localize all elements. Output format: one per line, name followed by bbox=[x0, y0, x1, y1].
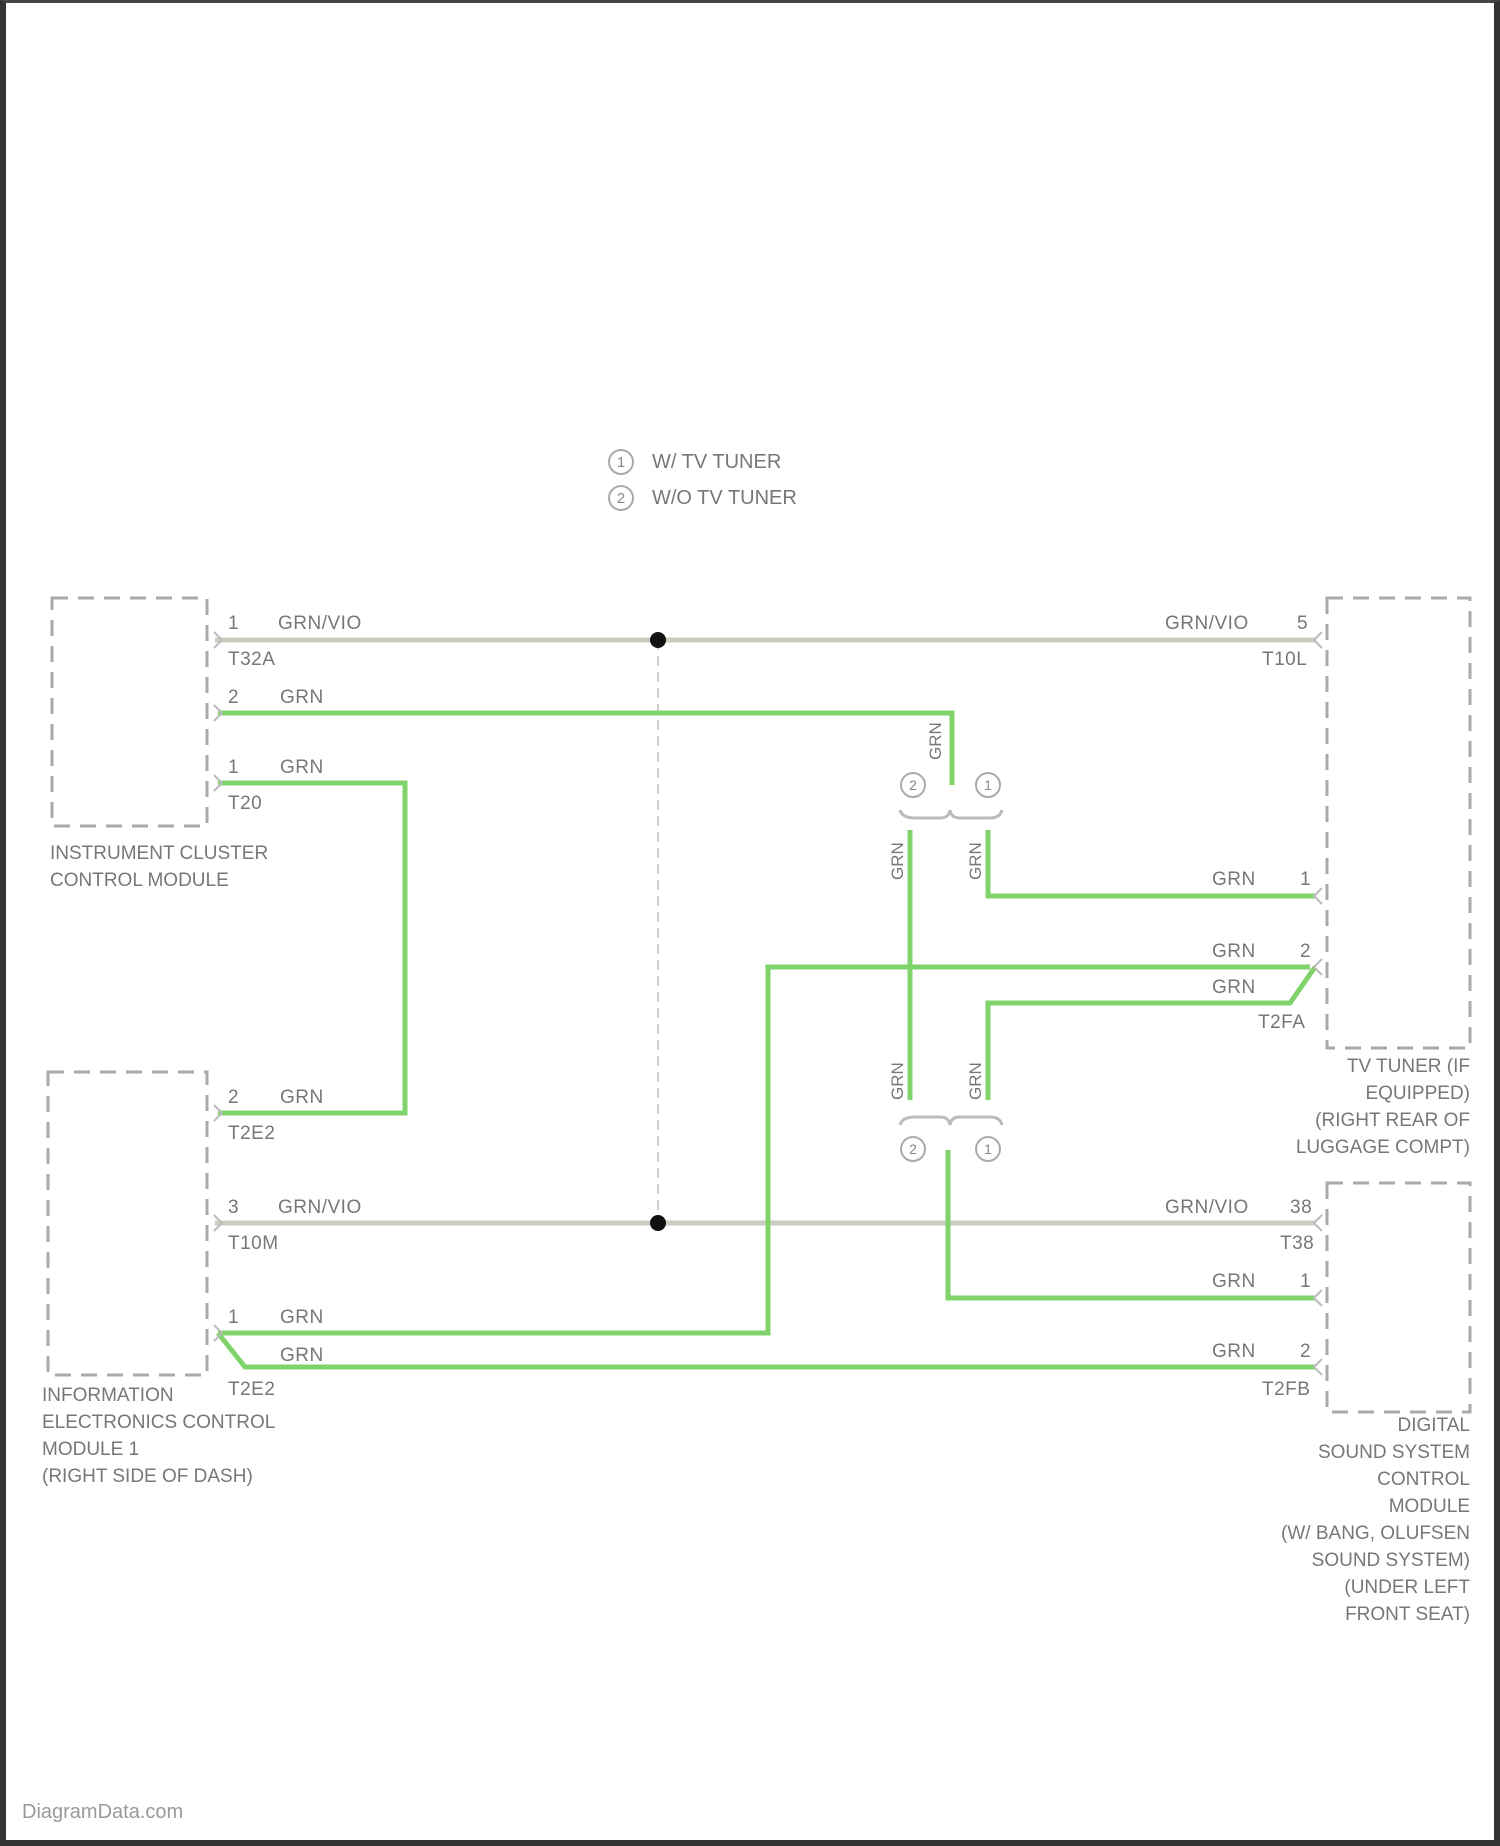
connector-label: T2E2 bbox=[228, 1379, 276, 1400]
wire-color-label: GRN/VIO bbox=[278, 613, 362, 634]
pin-number: 1 bbox=[228, 1307, 240, 1328]
vertical-wire-label: GRN bbox=[926, 722, 945, 760]
connector-label: T38 bbox=[1280, 1233, 1315, 1254]
pin-number: 2 bbox=[1300, 1341, 1312, 1362]
wire-color-label: GRN bbox=[280, 757, 324, 778]
connector-label: T2E2 bbox=[228, 1123, 276, 1144]
footer-watermark: DiagramData.com bbox=[22, 1801, 184, 1823]
wire-color-label: GRN bbox=[1212, 869, 1256, 890]
pin-number: 38 bbox=[1290, 1197, 1313, 1218]
wire-grn-t2fa bbox=[985, 965, 1318, 1100]
vertical-wire-label: GRN bbox=[966, 1062, 985, 1100]
wire-color-label: GRN/VIO bbox=[278, 1197, 362, 1218]
splice-number: 2 bbox=[900, 1136, 926, 1162]
splice-number: 2 bbox=[900, 772, 926, 798]
wire-color-label: GRN bbox=[280, 1345, 324, 1366]
pin-number: 1 bbox=[1300, 1271, 1312, 1292]
vertical-wire-label: GRN bbox=[888, 842, 907, 880]
connector-label: T10M bbox=[228, 1233, 279, 1254]
instrument-cluster-label: INSTRUMENT CLUSTER CONTROL MODULE bbox=[50, 843, 269, 891]
connector-label: T2FB bbox=[1262, 1379, 1311, 1400]
wire-grn-snd2 bbox=[216, 1331, 1315, 1370]
wire-grn-tv1 bbox=[985, 830, 1315, 899]
pin-number: 1 bbox=[1300, 869, 1312, 890]
wire-grn-ic2 bbox=[218, 710, 955, 785]
sound-module-label: DIGITAL SOUND SYSTEM CONTROL MODULE (W/ … bbox=[1281, 1415, 1470, 1625]
legend-number: 2 bbox=[608, 485, 634, 511]
instrument-cluster-box bbox=[50, 596, 209, 828]
tv-tuner-box bbox=[1325, 596, 1472, 1050]
connector-label: T20 bbox=[228, 793, 263, 814]
wire-grn-ic1 bbox=[218, 780, 408, 1116]
vertical-wire-label: GRN bbox=[888, 1062, 907, 1100]
connector-label: T2FA bbox=[1258, 1012, 1306, 1033]
wire-color-label: GRN/VIO bbox=[1165, 613, 1249, 634]
sound-module-box bbox=[1325, 1181, 1472, 1414]
wire-color-label: GRN bbox=[280, 1087, 324, 1108]
wire-grn-ie1 bbox=[218, 964, 1310, 1336]
splice-dot-bottom bbox=[650, 1215, 666, 1231]
info-electronics-box bbox=[46, 1070, 209, 1377]
wire-color-label: GRN bbox=[1212, 1271, 1256, 1292]
pin-number: 2 bbox=[228, 1087, 240, 1108]
pin-number: 5 bbox=[1297, 613, 1309, 634]
connector-label: T10L bbox=[1262, 649, 1308, 670]
wire-color-label: GRN/VIO bbox=[1165, 1197, 1249, 1218]
legend-text: W/O TV TUNER bbox=[652, 486, 797, 509]
pin-number: 1 bbox=[228, 613, 240, 634]
wire-color-label: GRN bbox=[280, 687, 324, 708]
splice-number: 1 bbox=[975, 772, 1001, 798]
splice-number: 1 bbox=[975, 1136, 1001, 1162]
pin-number: 3 bbox=[228, 1197, 240, 1218]
connector-label: T32A bbox=[228, 649, 276, 670]
pin-number: 2 bbox=[1300, 941, 1312, 962]
splice-dot-top bbox=[650, 632, 666, 648]
wire-color-label: GRN bbox=[1212, 941, 1256, 962]
pin-number: 2 bbox=[228, 687, 240, 708]
wire-color-label: GRN bbox=[1212, 977, 1256, 998]
tv-tuner-label: TV TUNER (IF EQUIPPED) (RIGHT REAR OF LU… bbox=[1295, 1056, 1470, 1158]
legend-item: 1 W/ TV TUNER bbox=[608, 444, 797, 480]
legend: 1 W/ TV TUNER 2 W/O TV TUNER bbox=[608, 444, 797, 516]
wire-color-label: GRN bbox=[1212, 1341, 1256, 1362]
wire-color-label: GRN bbox=[280, 1307, 324, 1328]
vertical-wire-label: GRN bbox=[966, 842, 985, 880]
legend-number: 1 bbox=[608, 449, 634, 475]
legend-item: 2 W/O TV TUNER bbox=[608, 480, 797, 516]
legend-text: W/ TV TUNER bbox=[652, 450, 782, 473]
pin-number: 1 bbox=[228, 757, 240, 778]
wire-grn-snd1 bbox=[945, 1150, 1315, 1301]
info-electronics-label: INFORMATION ELECTRONICS CONTROL MODULE 1… bbox=[42, 1385, 276, 1487]
